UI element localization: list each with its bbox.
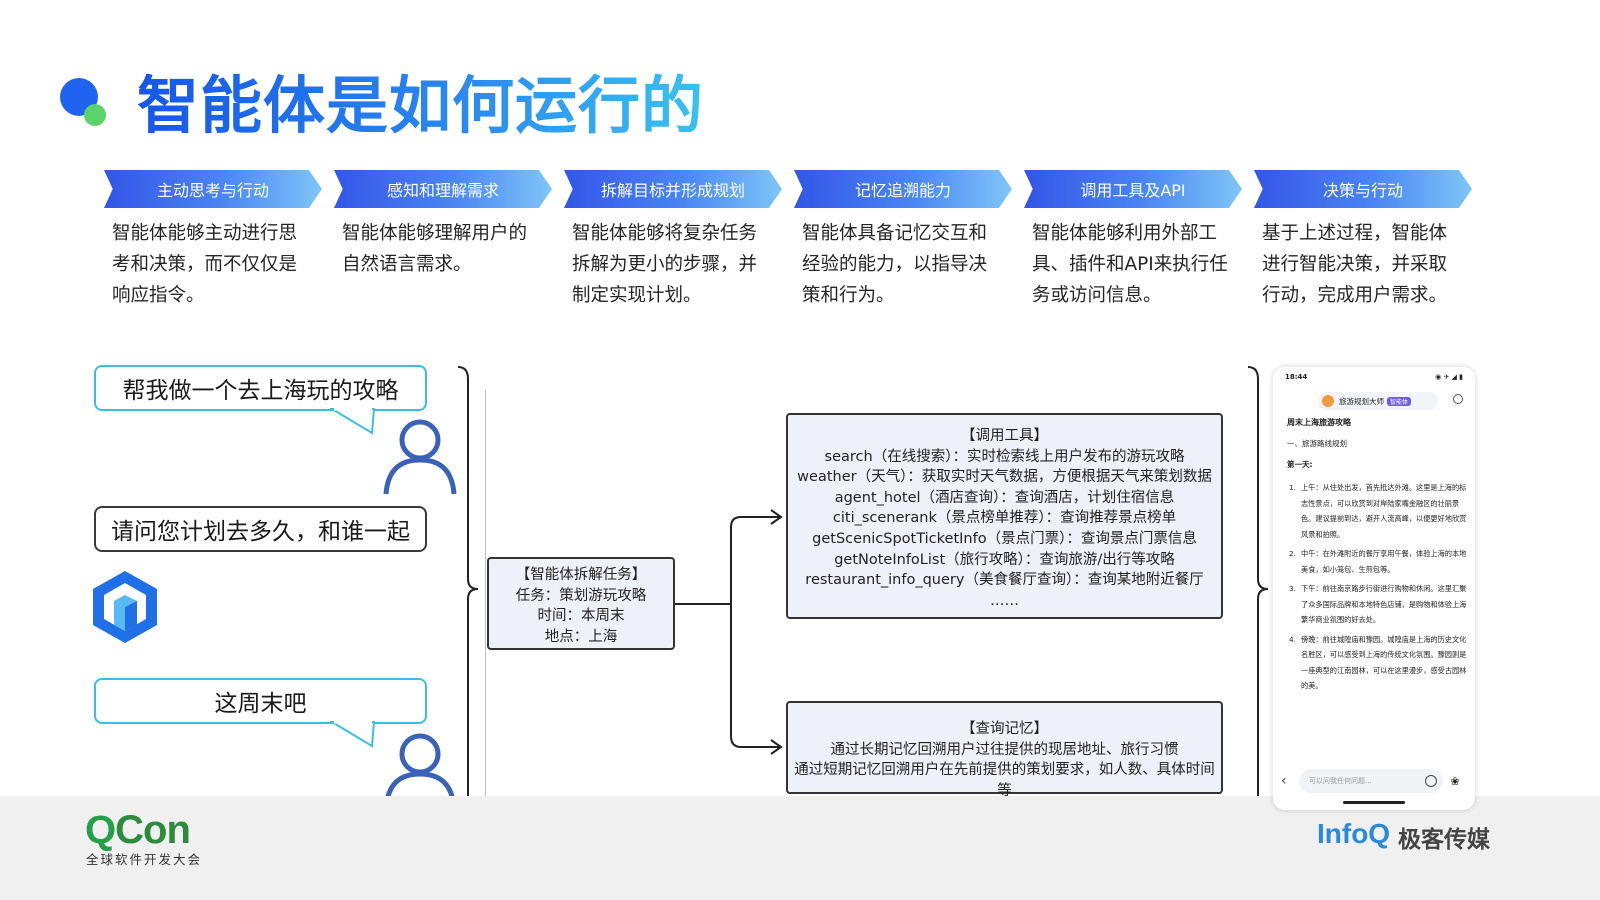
- left-brace: [457, 366, 479, 812]
- step-5-desc: 智能体能够利用外部工具、插件和API来执行任务或访问信息。: [1032, 223, 1228, 306]
- answer-day: 第一天:: [1287, 460, 1313, 469]
- bubble-tail: [330, 408, 376, 435]
- question-input[interactable]: 可以问我任何问题...: [1299, 769, 1443, 793]
- task-line: 地点：上海: [544, 628, 618, 645]
- task-line: 时间：本周末: [537, 608, 625, 625]
- bubble-tail: [330, 721, 376, 748]
- user-message-1: 帮我做一个去上海玩的攻略: [122, 378, 399, 404]
- mic-icon[interactable]: [1425, 775, 1437, 787]
- footer-bar: [0, 796, 1600, 900]
- green-dot: [84, 104, 106, 126]
- more-icon[interactable]: [1453, 394, 1463, 404]
- item-number: 4.: [1289, 634, 1296, 644]
- qcon-subtitle: 全球软件开发大会: [86, 852, 203, 867]
- item-text: 上午：从住处出发，首先抵达外滩。这里是上海的标志性景点，可以欣赏到对岸陆家嘴金融…: [1301, 483, 1467, 539]
- qcon-logo-q: Q: [85, 808, 116, 852]
- user-avatar-icon: [383, 733, 457, 809]
- tools-box-title: 【调用工具】: [961, 428, 1048, 444]
- tools-box: 【调用工具】 search（在线搜索）：实时检索线上用户发布的游玩攻略 weat…: [786, 413, 1223, 619]
- memory-line-short-term: 通过短期记忆回溯用户在先前提供的策划要求，如人数、具体时间等: [794, 762, 1215, 799]
- task-box-title: 【智能体拆解任务】: [515, 567, 647, 583]
- page-title: 智能体是如何运行的: [137, 66, 704, 146]
- step-1-label: 主动思考与行动: [104, 170, 322, 208]
- status-icons: ◉ ✈ ◢ ▮: [1435, 373, 1463, 381]
- step-3: 拆解目标并形成规划 智能体能够将复杂任务拆解为更小的步骤，并制定实现计划。: [564, 170, 782, 311]
- input-bar: ‹ 可以问我任何问题... ❀: [1281, 767, 1467, 795]
- answer-item: 3. 下午：前往南京路步行街进行购物和休闲。这里汇聚了众多国际品牌和本地特色店铺…: [1287, 581, 1467, 628]
- phone-screenshot: 18:44 ◉ ✈ ◢ ▮ 旅游规划大师 智能体 周末上海旅游攻略 一、旅游路线…: [1273, 367, 1475, 810]
- tool-line-restaurant: restaurant_info_query（美食餐厅查询）：查询某地附近餐厅: [805, 572, 1204, 589]
- app-name: 旅游规划大师: [1339, 396, 1384, 406]
- tool-line-search: search（在线搜索）：实时检索线上用户发布的游玩攻略: [824, 448, 1185, 465]
- bot-bubble: 请问您计划去多久，和谁一起: [94, 506, 427, 552]
- paw-icon[interactable]: ❀: [1450, 774, 1460, 788]
- tool-line-scenerank: citi_scenerank（景点榜单推荐）：查询推荐景点榜单: [832, 510, 1177, 527]
- answer-heading: 周末上海旅游攻略: [1287, 418, 1351, 427]
- tool-line-weather: weather（天气）：获取实时天气数据，方便根据天气来策划数据: [797, 469, 1212, 486]
- user-bubble-2: 这周末吧: [94, 678, 427, 724]
- tool-line-notes: getNoteInfoList（旅行攻略）：查询旅游/出行等攻略: [834, 551, 1175, 568]
- user-bubble-1: 帮我做一个去上海玩的攻略: [94, 365, 427, 411]
- memory-box: 【查询记忆】 通过长期记忆回溯用户过往提供的现居地址、旅行习惯 通过短期记忆回溯…: [786, 701, 1223, 799]
- step-2-label: 感知和理解需求: [334, 170, 552, 208]
- task-line: 任务：策划游玩攻略: [515, 587, 647, 604]
- answer-item: 1. 上午：从住处出发，首先抵达外滩。这里是上海的标志性景点，可以欣赏到对岸陆家…: [1287, 480, 1467, 542]
- step-4-desc: 智能体具备记忆交互和经验的能力，以指导决策和行为。: [802, 223, 988, 306]
- app-header: 旅游规划大师 智能体: [1318, 392, 1438, 410]
- step-1-desc: 智能体能够主动进行思考和决策，而不仅仅是响应指令。: [112, 223, 298, 306]
- step-5: 调用工具及API 智能体能够利用外部工具、插件和API来执行任务或访问信息。: [1024, 170, 1242, 311]
- title-bullet-icon: [60, 78, 120, 133]
- step-2-desc: 智能体能够理解用户的自然语言需求。: [342, 223, 528, 275]
- app-logo-icon: [1322, 395, 1334, 407]
- step-3-label: 拆解目标并形成规划: [564, 170, 782, 208]
- right-brace: [1247, 366, 1269, 812]
- input-placeholder: 可以问我任何问题...: [1309, 777, 1372, 785]
- infoq-logo: InfoQ: [1317, 818, 1391, 849]
- connector-arrows: [675, 509, 783, 755]
- agent-logo-icon: [93, 571, 157, 643]
- memory-box-title: 【查询记忆】: [961, 721, 1048, 737]
- tool-line-ellipsis: ……: [990, 592, 1019, 609]
- step-6: 决策与行动 基于上述过程，智能体进行智能决策，并采取行动，完成用户需求。: [1254, 170, 1472, 311]
- item-number: 2.: [1289, 549, 1296, 558]
- user-message-2: 这周末吧: [214, 691, 307, 717]
- step-6-label: 决策与行动: [1254, 170, 1472, 208]
- bot-message: 请问您计划去多久，和谁一起: [111, 519, 410, 545]
- step-2: 感知和理解需求 智能体能够理解用户的自然语言需求。: [334, 170, 552, 280]
- step-4: 记忆追溯能力 智能体具备记忆交互和经验的能力，以指导决策和行为。: [794, 170, 1012, 311]
- user-avatar-icon: [383, 419, 457, 495]
- step-6-desc: 基于上述过程，智能体进行智能决策，并采取行动，完成用户需求。: [1262, 223, 1448, 306]
- app-badge: 智能体: [1387, 396, 1412, 406]
- status-time: 18:44: [1285, 373, 1308, 381]
- item-text: 傍晚：前往城隍庙和豫园。城隍庙是上海的历史文化名胜区，可以感受到上海的传统文化氛…: [1301, 634, 1467, 691]
- step-1: 主动思考与行动 智能体能够主动进行思考和决策，而不仅仅是响应指令。: [104, 170, 322, 311]
- back-icon[interactable]: ‹: [1281, 773, 1287, 789]
- divider-line: [485, 390, 486, 818]
- answer-item: 2. 中午：在外滩附近的餐厅享用午餐，体验上海的本地美食，如小笼包、生煎包等。: [1287, 546, 1467, 577]
- answer-section: 一、旅游路线规划: [1287, 439, 1347, 448]
- infoq-cn-logo: 极客传媒: [1398, 827, 1490, 853]
- step-4-label: 记忆追溯能力: [794, 170, 1012, 208]
- tool-line-hotel: agent_hotel（酒店查询）：查询酒店，计划住宿信息: [834, 489, 1175, 506]
- step-5-label: 调用工具及API: [1024, 170, 1242, 208]
- item-number: 1.: [1289, 483, 1296, 492]
- qcon-logo-rest: Con: [115, 808, 191, 852]
- answer-item: 4. 傍晚：前往城隍庙和豫园。城隍庙是上海的历史文化名胜区，可以感受到上海的传统…: [1287, 632, 1467, 694]
- chat-answer: 周末上海旅游攻略 一、旅游路线规划 第一天: 1. 上午：从住处出发，首先抵达外…: [1287, 417, 1467, 698]
- task-box: 【智能体拆解任务】 任务：策划游玩攻略 时间：本周末 地点：上海: [487, 557, 675, 650]
- item-text: 下午：前往南京路步行街进行购物和休闲。这里汇聚了众多国际品牌和本地特色店铺，是购…: [1301, 584, 1467, 624]
- memory-line-long-term: 通过长期记忆回溯用户过往提供的现居地址、旅行习惯: [830, 741, 1179, 758]
- home-indicator: [1343, 801, 1405, 804]
- item-text: 中午：在外滩附近的餐厅享用午餐，体验上海的本地美食，如小笼包、生煎包等。: [1301, 549, 1467, 574]
- item-number: 3.: [1289, 584, 1296, 593]
- tool-line-ticket: getScenicSpotTicketInfo（景点门票）：查询景点门票信息: [812, 530, 1197, 547]
- step-3-desc: 智能体能够将复杂任务拆解为更小的步骤，并制定实现计划。: [572, 223, 758, 306]
- qcon-logo: QCon: [85, 808, 191, 853]
